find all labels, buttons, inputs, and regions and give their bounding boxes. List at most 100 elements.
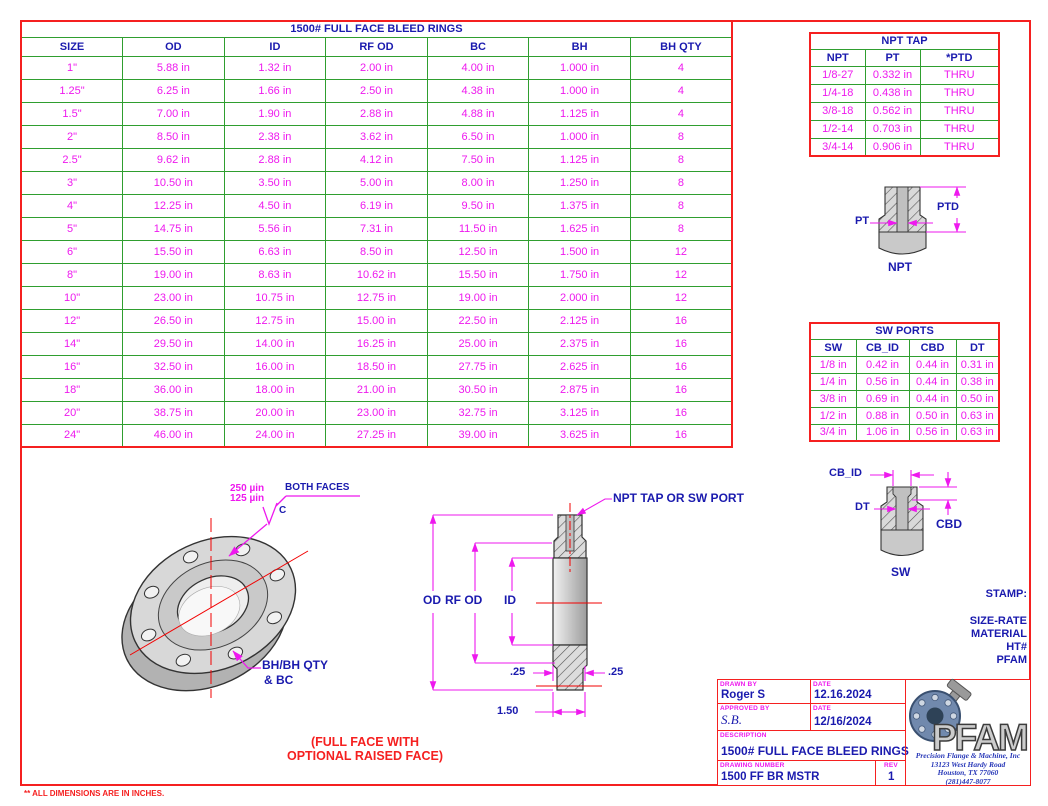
table-cell: 10.75 in [223, 285, 327, 310]
table-cell: 3/4-14 [809, 137, 866, 157]
table-cell: 1.375 in [528, 193, 631, 218]
table-cell: 20" [20, 400, 124, 425]
table-cell: 10" [20, 285, 124, 310]
table-cell: 1.750 in [528, 262, 631, 287]
table-cell: 16 [629, 331, 733, 356]
table-cell: 1.125 in [528, 147, 631, 172]
table-cell: 11.50 in [426, 216, 530, 241]
finish-250-label: 250 µin [230, 483, 265, 494]
drawn-by-value: Roger S [721, 689, 766, 701]
table-cell: 3/8 in [809, 389, 857, 408]
sw-caption: SW [891, 565, 911, 579]
logo-wordmark: PFAM [932, 717, 1027, 758]
table-cell: 2.50 in [325, 78, 428, 103]
table-cell: 14" [20, 331, 124, 356]
table-cell: 1.66 in [223, 78, 327, 103]
table-cell: 0.906 in [864, 137, 921, 157]
table-cell: 1.90 in [223, 101, 327, 126]
table-cell: 0.88 in [855, 406, 910, 425]
face-note-line2: OPTIONAL RAISED FACE) [286, 749, 444, 763]
rev-value: 1 [888, 771, 895, 783]
dim-150-label: 1.50 [497, 705, 519, 717]
table-cell: 1.000 in [528, 124, 631, 149]
table-cell: 19.00 in [122, 262, 225, 287]
table-cell: 39.00 in [426, 423, 530, 448]
table-cell: 0.63 in [955, 423, 1000, 442]
column-header: BH QTY [629, 36, 733, 57]
centerlines [129, 518, 309, 698]
company-phone: (281)447-8077 [945, 776, 991, 786]
section-centerlines [536, 503, 602, 687]
table-cell: 8.50 in [122, 124, 225, 149]
description-label: DESCRIPTION [720, 732, 767, 739]
table-cell: 2.000 in [528, 285, 631, 310]
table-cell: 38.75 in [122, 400, 225, 425]
table-cell: 12.75 in [325, 285, 428, 310]
cross-section-view [429, 498, 612, 717]
table-cell: 2.125 in [528, 308, 631, 333]
table-cell: 12 [629, 262, 733, 287]
table-cell: 5.00 in [325, 170, 428, 195]
approved-by-cell: APPROVED BY S.B. [717, 703, 811, 731]
table-cell: 0.44 in [908, 389, 957, 408]
column-header: NPT [809, 48, 866, 67]
dimension-lines [429, 498, 612, 717]
c-datum-label: C [279, 505, 287, 516]
od-dim-label: OD [423, 593, 441, 607]
table-cell: 3/8-18 [809, 101, 866, 121]
drawn-by-cell: DRAWN BY Roger S [717, 679, 811, 704]
description-value: 1500# FULL FACE BLEED RINGS [721, 744, 909, 758]
dim-25-left-label: .25 [510, 666, 526, 678]
table-cell: 23.00 in [122, 285, 225, 310]
table-cell: 2.88 in [223, 147, 327, 172]
table-cell: 5.88 in [122, 55, 225, 80]
table-cell: 1.06 in [855, 423, 910, 442]
company-city: Houston, TX 77060 [937, 768, 999, 778]
table-cell: 2.625 in [528, 354, 631, 379]
table-cell: 2.875 in [528, 377, 631, 402]
npt-fitting-body [878, 186, 927, 255]
table-title: 1500# FULL FACE BLEED RINGS [20, 20, 733, 38]
table-cell: 32.75 in [426, 400, 530, 425]
table-cell: 16 [629, 377, 733, 402]
table-cell: 6.19 in [325, 193, 428, 218]
table-cell: 25.00 in [426, 331, 530, 356]
table-title: SW PORTS [809, 322, 1000, 340]
table-cell: 5.56 in [223, 216, 327, 241]
finish-125-label: 125 µin [230, 493, 265, 504]
surface-finish-callout [228, 495, 360, 557]
table-cell: 27.25 in [325, 423, 428, 448]
table-cell: 0.562 in [864, 101, 921, 121]
table-cell: 1/8 in [809, 355, 857, 374]
table-cell: 18" [20, 377, 124, 402]
drawing-number-label: DRAWING NUMBER [720, 762, 785, 769]
table-cell: 10.62 in [325, 262, 428, 287]
table-cell: 0.44 in [908, 372, 957, 391]
table-cell: THRU [919, 83, 1000, 103]
table-cell: 1.32 in [223, 55, 327, 80]
rev-label: REV [884, 762, 898, 769]
table-cell: 1.500 in [528, 239, 631, 264]
approved-date-cell: DATE 12/16/2024 [810, 703, 906, 731]
table-cell: 1/4-18 [809, 83, 866, 103]
company-address: Precision Flange & Machine, Inc 13123 We… [906, 751, 1030, 786]
table-cell: 10.50 in [122, 170, 225, 195]
table-cell: 0.332 in [864, 65, 921, 85]
table-cell: 4.50 in [223, 193, 327, 218]
sw-fitting-body [880, 486, 924, 557]
table-cell: 0.44 in [908, 355, 957, 374]
pt-dim-label: PT [855, 215, 870, 227]
company-logo-cell: PFAM Precision Flange & Machine, Inc 131… [905, 678, 1031, 786]
both-faces-label: BOTH FACES [285, 482, 350, 493]
